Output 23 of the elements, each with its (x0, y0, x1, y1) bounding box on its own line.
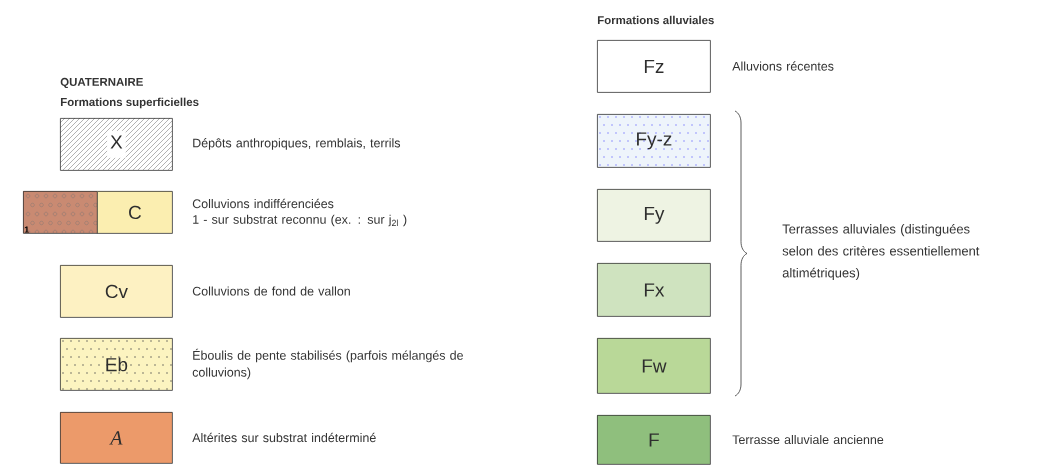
legend-box: Eb (60, 338, 173, 391)
legend-box: C (97, 191, 173, 234)
description: Altérites sur substrat indéterminé (192, 432, 376, 443)
group-label: Terrasses alluviales (distinguées selon des critères essentiellement altimétriques) (782, 223, 980, 280)
legend-box: X (60, 118, 173, 171)
legend-box: F (597, 415, 711, 465)
description: Éboulis de pente stabilisés (parfois mélangés de colluvions) (192, 348, 463, 380)
legend-box: Cv (60, 265, 173, 318)
legend-box: A (60, 412, 173, 464)
legend-box: Fy-z (597, 114, 711, 168)
description: 1 - sur substrat reconnu (ex. : sur j$_{2l}$ ) (193, 214, 407, 227)
legend-box: 1 (23, 191, 98, 234)
legend-box: Fz (597, 40, 711, 93)
description: Dépôts anthropiques, remblais, terrils (193, 138, 401, 150)
heading: Formations alluviales (597, 15, 714, 25)
description: Terrasse alluviale ancienne (732, 434, 884, 445)
legend-box: Fx (597, 263, 711, 317)
legend-box: Fy (597, 189, 711, 242)
legend-box: Fw (597, 338, 711, 394)
heading: QUATERNAIRE (60, 77, 143, 89)
description: Colluvions de fond de vallon (192, 286, 350, 296)
description: Alluvions récentes (732, 61, 834, 71)
description: Colluvions indifférenciées (192, 198, 334, 209)
